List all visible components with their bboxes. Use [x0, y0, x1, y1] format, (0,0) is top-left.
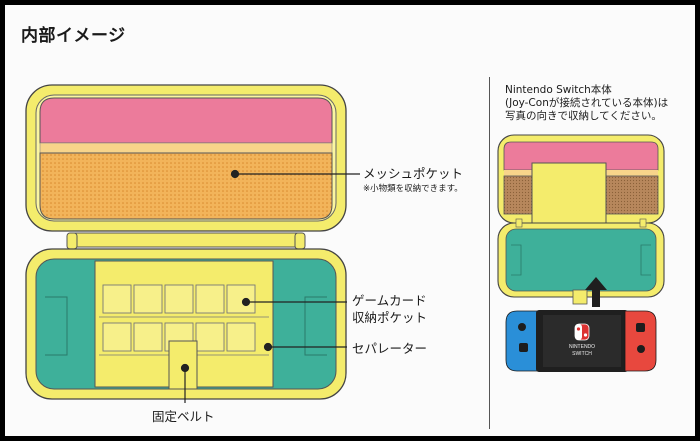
- screen-logo-line2: SWITCH: [572, 351, 592, 357]
- switch-console: NINTENDO SWITCH: [505, 310, 657, 372]
- case-diagram: NINTENDO SWITCH: [25, 84, 665, 403]
- screen-logo-line1: NINTENDO: [569, 344, 595, 350]
- storage-note-line1: Nintendo Switch本体: [505, 84, 612, 96]
- storage-note-line3: 写真の向きで収納してください。: [505, 110, 662, 122]
- game-card-pocket-label-2: 収納ポケット: [352, 310, 428, 325]
- leader-lines: [180, 169, 360, 403]
- mesh-pocket: [39, 152, 333, 220]
- separator-label: セパレーター: [352, 341, 428, 356]
- page-title: 内部イメージ: [21, 26, 126, 46]
- switch-logo-icon: [574, 323, 590, 341]
- lid-pink-panel: [39, 97, 333, 144]
- case-hinge: [66, 232, 306, 250]
- mesh-pocket-note: ※小物類を収納できます。: [363, 184, 463, 194]
- storage-note-line2: (Joy-Conが接続されている本体)は: [505, 97, 669, 109]
- fixing-belt-label: 固定ベルト: [152, 409, 215, 424]
- joycon-left: [505, 310, 538, 372]
- figure-frame: 内部イメージ: [5, 5, 695, 436]
- mesh-pocket-label: メッシュポケット: [363, 166, 464, 181]
- game-card-pocket-label-1: ゲームカード: [352, 293, 427, 308]
- case-lid: [25, 84, 347, 232]
- joycon-right: [624, 310, 657, 372]
- small-case-tray: [497, 218, 665, 305]
- up-arrow-icon: [585, 277, 607, 307]
- console-screen: [543, 315, 621, 367]
- case-tray: [25, 248, 347, 400]
- small-case-lid: [497, 134, 665, 226]
- section-divider: [489, 77, 490, 429]
